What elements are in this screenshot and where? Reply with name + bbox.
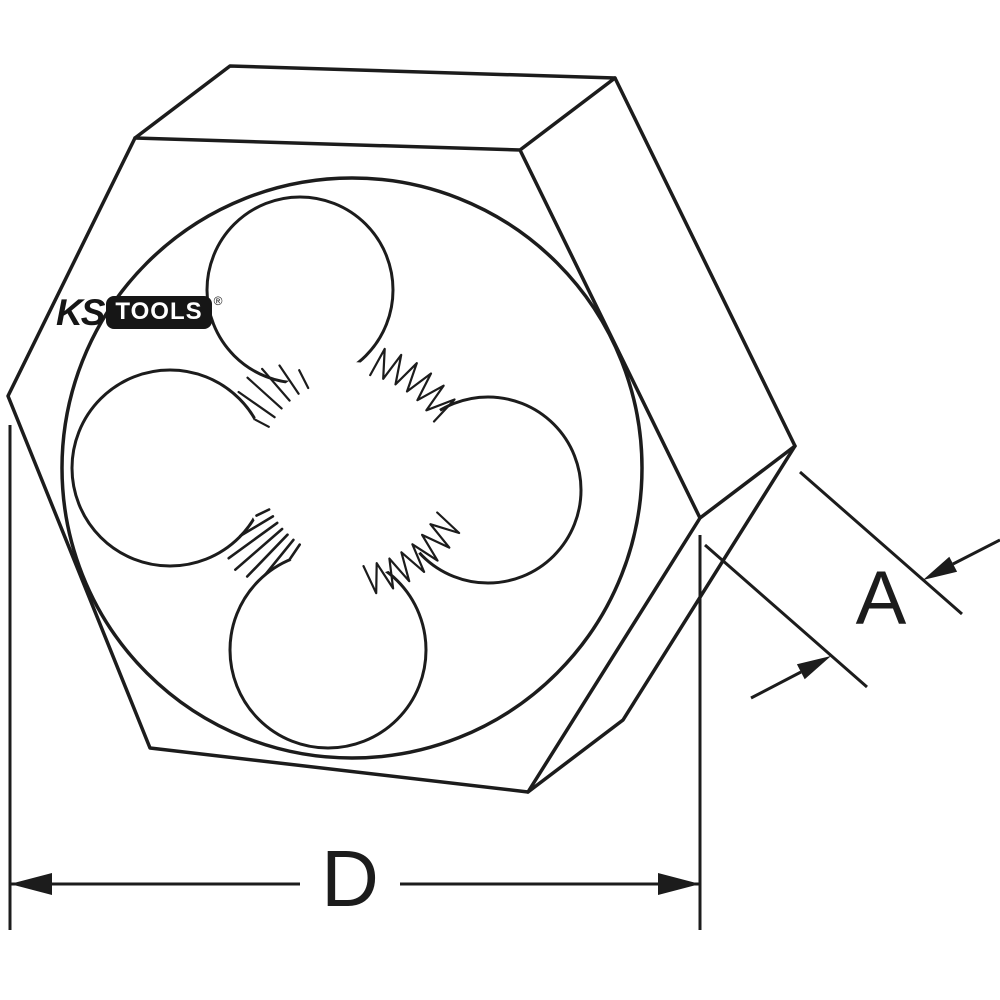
logo-ks-text: KS xyxy=(56,292,105,333)
dimension-label-a: A xyxy=(855,556,907,641)
thread-flank-lines-lower-left xyxy=(227,508,301,578)
bore-opening xyxy=(242,362,458,578)
dimension-a-extension-lines xyxy=(704,470,963,689)
thread-serration-lower-right xyxy=(362,511,461,595)
lobe-left xyxy=(70,368,270,568)
die-lobes xyxy=(70,195,583,750)
dimension-d-extension-lines xyxy=(8,425,702,930)
thread-details xyxy=(227,347,461,595)
lobe-top xyxy=(205,195,395,385)
dimension-a-arrow-line-upper xyxy=(952,538,1000,566)
ks-tools-logo: KS TOOLS ® xyxy=(56,294,222,331)
thread-flank-lines-upper-left xyxy=(237,364,310,428)
dimension-d-arrow-right xyxy=(658,873,700,895)
thread-serration-upper-right xyxy=(369,347,456,423)
dimension-a-arrow-line-lower xyxy=(750,670,802,700)
dimension-label-d: D xyxy=(321,834,379,923)
lobe-bottom xyxy=(228,550,428,750)
dimension-d xyxy=(8,425,702,930)
logo-tools-badge: TOOLS xyxy=(106,296,212,329)
dimension-a-arrow-upper xyxy=(923,556,958,580)
logo-registered-mark: ® xyxy=(213,294,223,308)
dimension-a-arrow-lower xyxy=(796,656,831,680)
dimension-a xyxy=(704,470,1000,700)
dimension-d-arrow-left xyxy=(10,873,52,895)
